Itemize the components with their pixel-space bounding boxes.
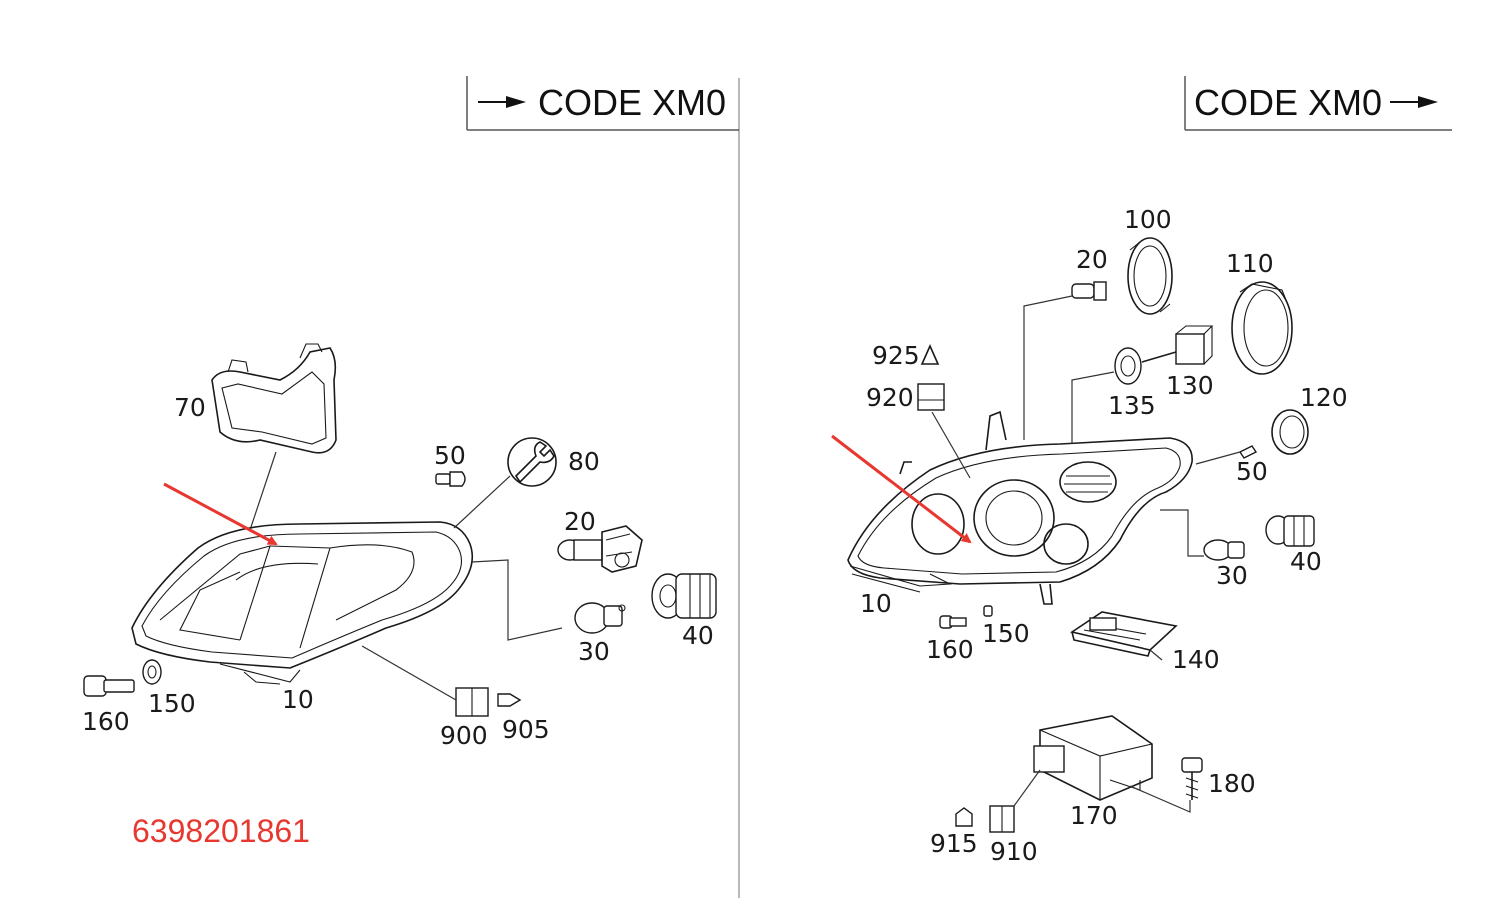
part-135-ring-icon: [1114, 347, 1142, 385]
part-920-connector-icon: [917, 383, 945, 411]
part-915-terminal-icon: [955, 807, 973, 827]
label-160: 160: [926, 635, 974, 664]
right-header-code: CODE XM0: [1194, 82, 1382, 123]
part-30-bulb-icon: [574, 602, 626, 634]
label-900: 900: [440, 721, 488, 750]
part-910-connector-icon: [989, 805, 1015, 833]
label-110: 110: [1226, 249, 1274, 278]
label-20: 20: [1076, 245, 1108, 274]
label-130: 130: [1166, 371, 1214, 400]
right-panel: CODE XM0: [831, 76, 1452, 866]
label-50: 50: [434, 441, 466, 470]
part-70-shroud-icon: [211, 343, 337, 454]
right-header: CODE XM0: [1184, 76, 1452, 131]
part-900-connector-icon: [455, 687, 489, 717]
part-50-bulb-icon: [435, 471, 466, 487]
label-30: 30: [1216, 561, 1248, 590]
label-40: 40: [682, 621, 714, 650]
label-135: 135: [1108, 391, 1156, 420]
arrow-right-icon: [478, 96, 526, 108]
part-number: 6398201861: [132, 813, 310, 849]
part-905-terminal-icon: [497, 693, 522, 707]
part-130-bulb-icon: [1141, 325, 1214, 365]
label-70: 70: [174, 393, 206, 422]
label-160: 160: [82, 707, 130, 736]
label-905: 905: [502, 715, 550, 744]
part-80-wrench-icon: [507, 437, 557, 487]
label-50: 50: [1236, 457, 1268, 486]
label-10: 10: [282, 685, 314, 714]
part-40-socket-icon: [1265, 515, 1315, 547]
part-40-socket-icon: [651, 573, 717, 619]
label-910: 910: [990, 837, 1038, 866]
label-120: 120: [1300, 383, 1348, 412]
label-100: 100: [1124, 205, 1172, 234]
label-140: 140: [1172, 645, 1220, 674]
part-150-nut-icon: [983, 605, 993, 617]
part-160-bolt-icon: [83, 675, 135, 697]
label-150: 150: [982, 619, 1030, 648]
part-20-bulb-icon: [557, 525, 643, 573]
label-80: 80: [568, 447, 600, 476]
part-20-bulb-icon: [1071, 281, 1107, 301]
part-120-cover-icon: [1271, 409, 1309, 455]
left-panel: CODE XM0: [82, 76, 739, 849]
red-indicator-arrow-right: [831, 434, 972, 544]
label-150: 150: [148, 689, 196, 718]
label-10: 10: [860, 589, 892, 618]
label-180: 180: [1208, 769, 1256, 798]
part-10-headlamp-icon: [847, 410, 1193, 605]
label-30: 30: [578, 637, 610, 666]
part-100-cover-icon: [1127, 237, 1173, 315]
part-925-clip-icon: [920, 344, 940, 365]
arrow-right-icon: [1390, 96, 1438, 108]
part-160-bolt-icon: [939, 615, 967, 629]
left-header: CODE XM0: [466, 76, 739, 131]
label-170: 170: [1070, 801, 1118, 830]
label-920: 920: [866, 383, 914, 412]
left-header-code: CODE XM0: [538, 82, 726, 123]
label-40: 40: [1290, 547, 1322, 576]
part-150-washer-icon: [142, 659, 162, 685]
label-925: 925: [872, 341, 920, 370]
part-180-screw-icon: [1181, 757, 1203, 800]
part-10-headlamp-icon: [131, 521, 474, 685]
part-140-control-unit-icon: [1070, 611, 1178, 657]
part-50-bulb-icon: [1238, 445, 1258, 459]
red-indicator-arrow-left: [163, 482, 278, 546]
label-20: 20: [564, 507, 596, 536]
part-110-cap-icon: [1231, 281, 1293, 375]
label-915: 915: [930, 829, 978, 858]
part-30-bulb-icon: [1203, 539, 1245, 561]
